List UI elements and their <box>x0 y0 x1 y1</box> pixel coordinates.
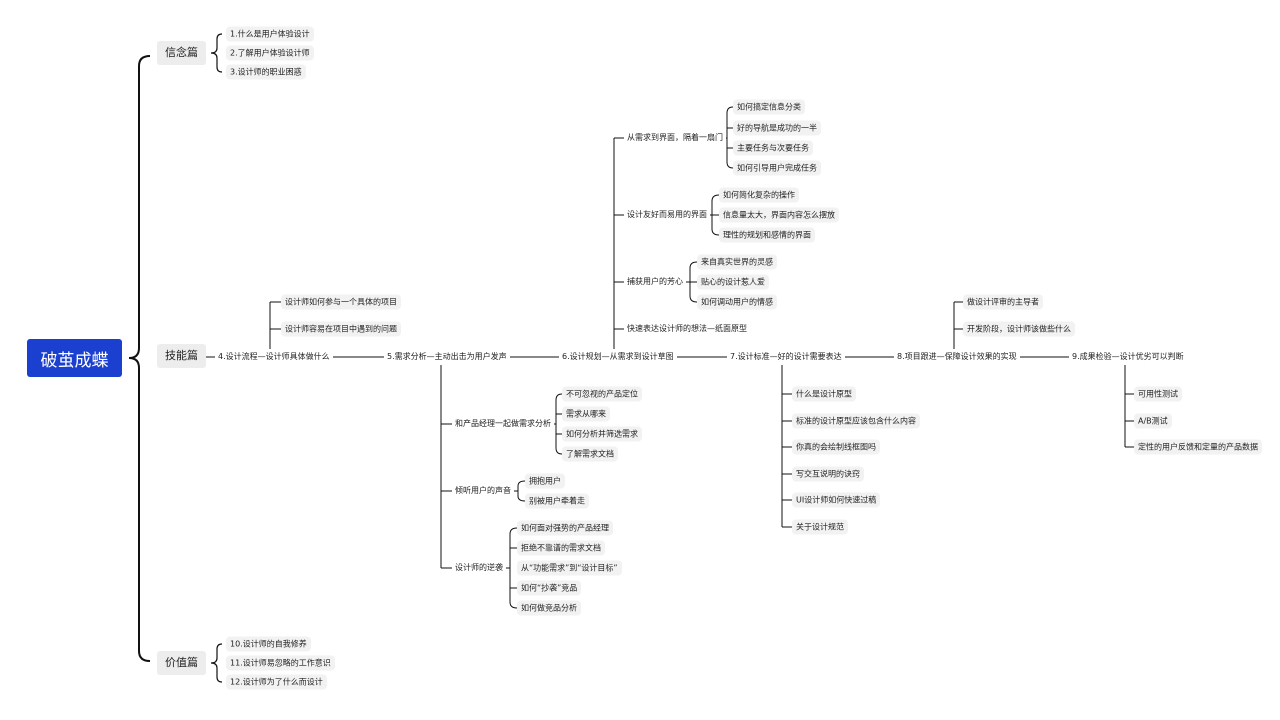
c7-topic[interactable]: 写交互说明的诀窍 <box>792 466 864 482</box>
c7-topic[interactable]: 你真的会绘制线框图吗 <box>792 439 880 455</box>
c7-topic[interactable]: 关于设计规范 <box>792 519 848 535</box>
c7-topic[interactable]: 什么是设计原型 <box>792 386 856 402</box>
c5-topic[interactable]: 如何分析并筛选需求 <box>562 426 642 442</box>
c6-group-heart[interactable]: 捕获用户的芳心 <box>624 274 686 290</box>
c5-topic[interactable]: 从“功能需求”到“设计目标” <box>517 560 622 576</box>
c6-topic[interactable]: 信息量太大，界面内容怎么摆放 <box>719 207 839 223</box>
c6-topic[interactable]: 理性的规划和感情的界面 <box>719 227 815 243</box>
c6-group-interface[interactable]: 从需求到界面，隔着一扇门 <box>624 130 726 146</box>
c6-topic[interactable]: 主要任务与次要任务 <box>733 140 813 156</box>
c6-topic[interactable]: 如何简化复杂的操作 <box>719 187 799 203</box>
chapter-7[interactable]: 7.设计标准—好的设计需要表达 <box>727 349 845 365</box>
c5-topic[interactable]: 如何做竞品分析 <box>517 600 581 616</box>
connector-bracket <box>210 33 223 73</box>
c9-topic[interactable]: 可用性测试 <box>1134 386 1182 402</box>
c5-topic[interactable]: 拒绝不靠谱的需求文档 <box>517 540 605 556</box>
value-topic[interactable]: 12.设计师为了什么而设计 <box>226 674 327 690</box>
c7-topic[interactable]: 标准的设计原型应该包含什么内容 <box>792 413 920 429</box>
c5-topic[interactable]: 了解需求文档 <box>562 446 618 462</box>
value-topic[interactable]: 10.设计师的自我修养 <box>226 636 311 652</box>
c5-topic[interactable]: 别被用户牵着走 <box>525 493 589 509</box>
c4-topic[interactable]: 设计师容易在项目中遇到的问题 <box>281 321 401 337</box>
connector-bracket <box>726 106 734 169</box>
section-value[interactable]: 价值篇 <box>157 651 206 675</box>
c9-topic[interactable]: 定性的用户反馈和定量的产品数据 <box>1134 439 1262 455</box>
connector-bracket <box>517 480 526 502</box>
chapter-5[interactable]: 5.需求分析—主动出击为用户发声 <box>384 349 510 365</box>
connector-bracket <box>509 527 518 609</box>
section-skill[interactable]: 技能篇 <box>157 344 206 368</box>
c9-topic[interactable]: A/B测试 <box>1134 413 1172 429</box>
c6-group-paper[interactable]: 快速表达设计师的想法—纸面原型 <box>624 321 750 337</box>
chapter-9[interactable]: 9.成果检验—设计优劣可以判断 <box>1069 349 1187 365</box>
c6-group-friendly[interactable]: 设计友好而易用的界面 <box>624 207 710 223</box>
c6-topic[interactable]: 如何搞定信息分类 <box>733 99 805 115</box>
c6-topic[interactable]: 好的导航是成功的一半 <box>733 120 821 136</box>
chapter-6[interactable]: 6.设计规划—从需求到设计草图 <box>559 349 677 365</box>
c5-topic[interactable]: 拥抱用户 <box>525 473 565 489</box>
c6-topic[interactable]: 如何引导用户完成任务 <box>733 160 821 176</box>
connector-bracket <box>128 55 151 662</box>
c8-topic[interactable]: 做设计评审的主导者 <box>963 294 1043 310</box>
c5-group-users[interactable]: 倾听用户的声音 <box>452 483 514 499</box>
c6-topic[interactable]: 来自真实世界的灵感 <box>697 254 777 270</box>
root-topic[interactable]: 破茧成蝶 <box>27 339 122 377</box>
c5-topic[interactable]: 不可忽视的产品定位 <box>562 386 642 402</box>
c5-topic[interactable]: 如何面对强势的产品经理 <box>517 520 613 536</box>
c5-group-pm[interactable]: 和产品经理一起做需求分析 <box>452 416 554 432</box>
belief-topic[interactable]: 1.什么是用户体验设计 <box>226 26 314 42</box>
c7-topic[interactable]: UI设计师如何快速过稿 <box>792 492 881 508</box>
c8-topic[interactable]: 开发阶段，设计师该做些什么 <box>963 321 1075 337</box>
chapter-8[interactable]: 8.项目跟进—保障设计效果的实现 <box>894 349 1020 365</box>
value-topic[interactable]: 11.设计师易忽略的工作意识 <box>226 655 335 671</box>
connector-bracket <box>555 393 563 455</box>
chapter-4[interactable]: 4.设计流程—设计师具体做什么 <box>215 349 333 365</box>
belief-topic[interactable]: 3.设计师的职业困惑 <box>226 64 306 80</box>
connector-bracket <box>210 643 223 683</box>
c5-topic[interactable]: 如何“抄袭”竞品 <box>517 580 582 596</box>
c6-topic[interactable]: 贴心的设计惹人爱 <box>697 274 769 290</box>
belief-topic[interactable]: 2.了解用户体验设计师 <box>226 45 314 61</box>
c6-topic[interactable]: 如何调动用户的情感 <box>697 294 777 310</box>
c5-topic[interactable]: 需求从哪来 <box>562 406 610 422</box>
c4-topic[interactable]: 设计师如何参与一个具体的项目 <box>281 294 401 310</box>
c5-group-counter[interactable]: 设计师的逆袭 <box>452 560 506 576</box>
section-belief[interactable]: 信念篇 <box>157 41 206 65</box>
